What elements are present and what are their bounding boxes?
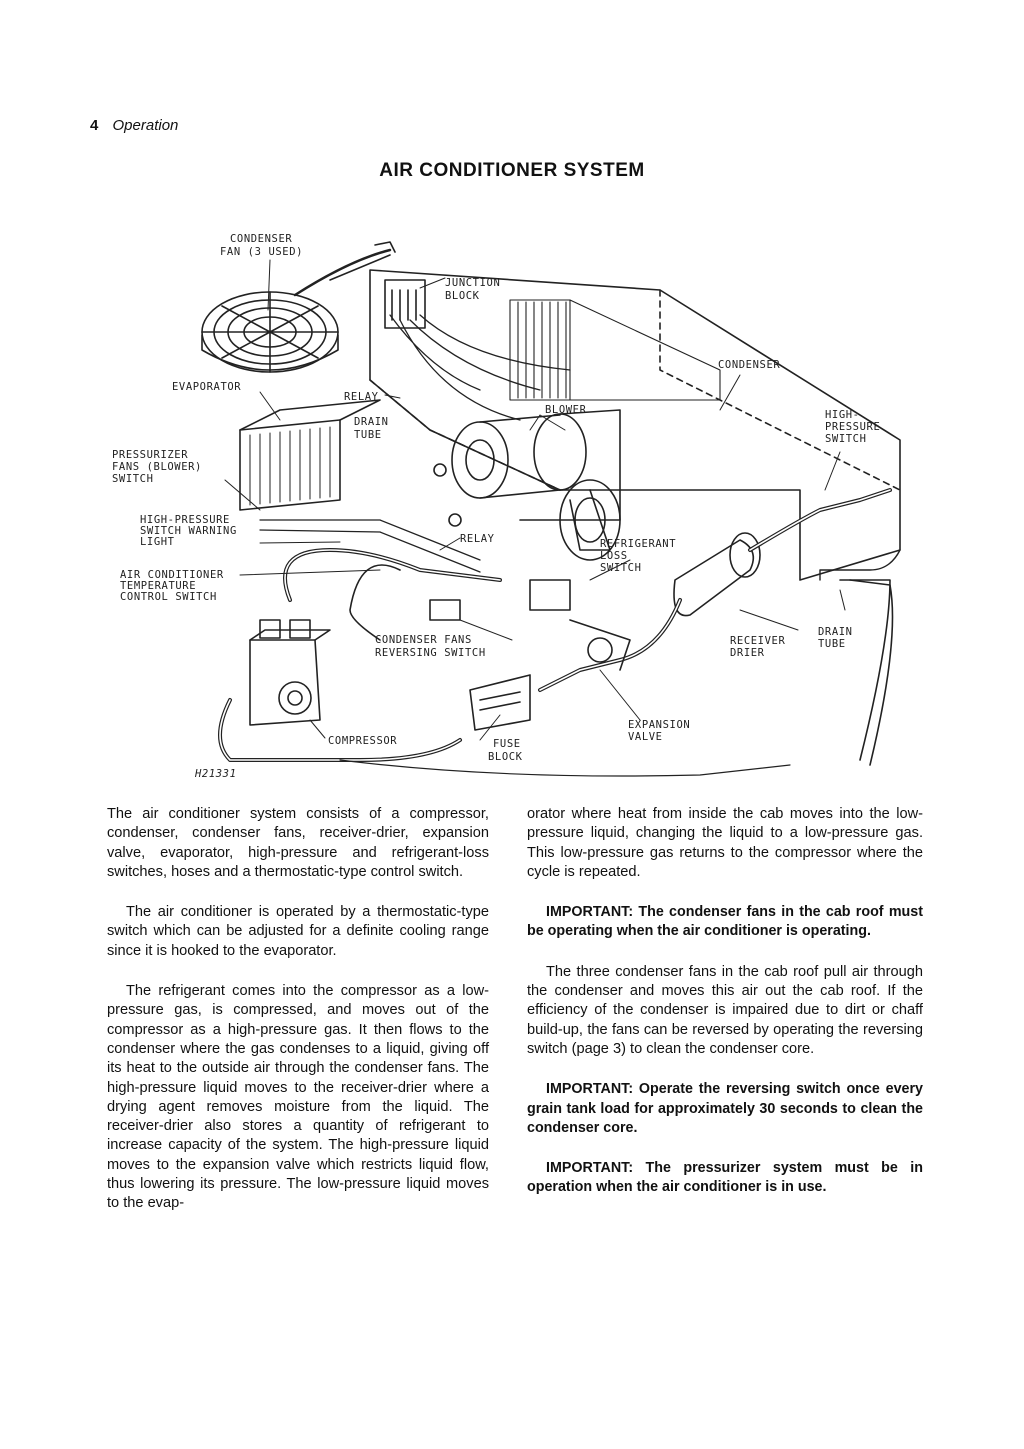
section-name: Operation: [112, 117, 179, 134]
paragraph-refrigerant-cycle: The refrigerant comes into the compresso…: [107, 983, 489, 1212]
important-condenser-fans: IMPORTANT: The condenser fans in the cab…: [527, 904, 923, 940]
compressor: [249, 619, 331, 726]
paragraph-thermostat: The air conditioner is operated by a the…: [107, 904, 489, 959]
roof-housing: [369, 269, 901, 581]
page-number: 4: [90, 117, 99, 134]
junction-block: [384, 279, 426, 329]
evaporator: [239, 399, 381, 511]
figure-id: H21331: [194, 768, 237, 780]
receiver-drier: [673, 532, 761, 617]
label-condenser: CONDENSER: [718, 359, 780, 371]
condenser-core: [509, 299, 721, 401]
label-blower: BLOWER: [545, 404, 587, 416]
page-title: AIR CONDITIONER SYSTEM: [379, 160, 645, 181]
paragraph-cycle-continued: orator where heat from inside the cab mo…: [527, 806, 923, 880]
label-relay-top: RELAY: [344, 391, 379, 403]
blower: [451, 409, 621, 561]
important-pressurizer: IMPORTANT: The pressurizer system must b…: [527, 1160, 923, 1196]
left-column: The air conditioner system consists of a…: [107, 805, 489, 1235]
paragraph-components: The air conditioner system consists of a…: [107, 806, 489, 880]
fuse-block: [469, 674, 531, 731]
right-column: orator where heat from inside the cab mo…: [527, 805, 923, 1219]
paragraph-condenser-fans: The three condenser fans in the cab roof…: [527, 963, 923, 1057]
important-reversing-switch: IMPORTANT: Operate the reversing switch …: [527, 1081, 923, 1136]
label-relay-mid: RELAY: [460, 533, 495, 545]
expansion-valve: [587, 637, 613, 663]
relay-box: [529, 579, 571, 611]
page-header: 4 Operation: [90, 117, 178, 134]
condenser-fan: [201, 291, 339, 373]
label-compressor: COMPRESSOR: [328, 735, 397, 747]
label-evaporator: EVAPORATOR: [172, 381, 241, 393]
